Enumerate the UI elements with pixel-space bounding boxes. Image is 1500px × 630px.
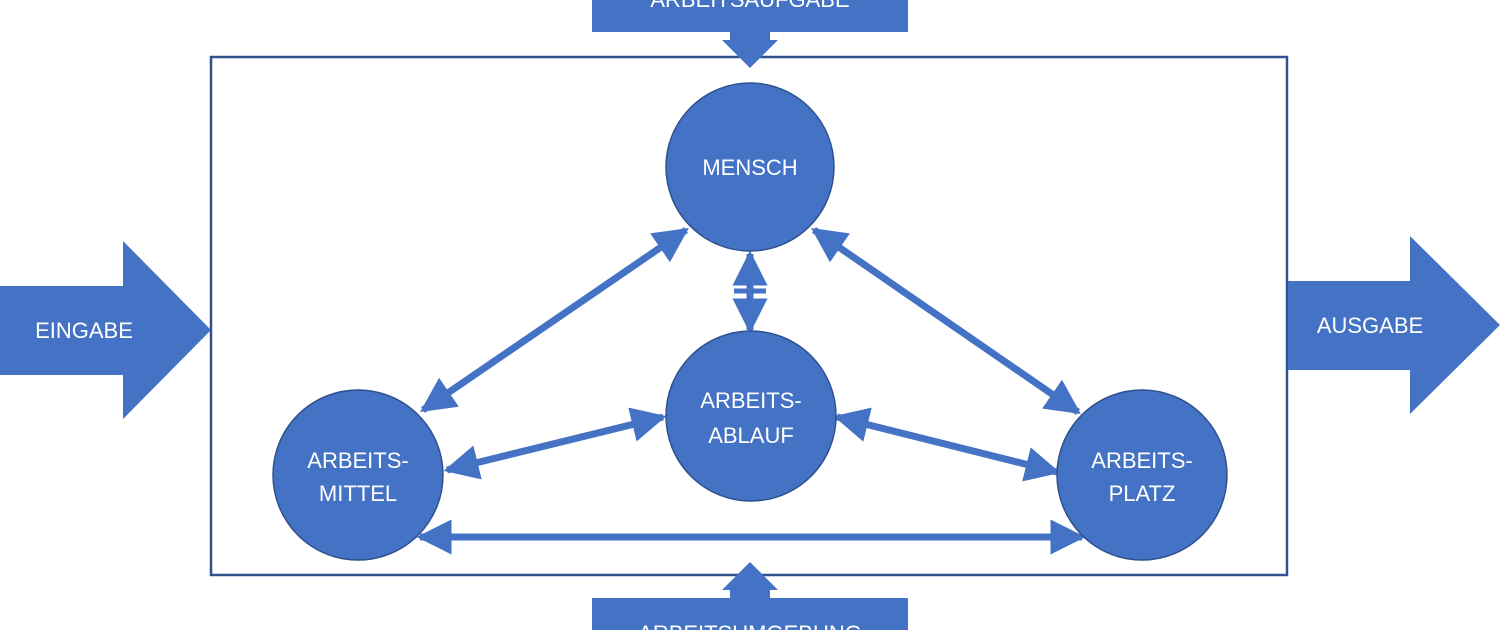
node-arbeitsplatz-label-line-2: PLATZ	[1109, 481, 1176, 506]
bottom-input-arrow: ARBEITSUMGEBUNG	[592, 562, 908, 630]
bottom-arrow-label: ARBEITSUMGEBUNG	[638, 621, 862, 630]
node-mensch: MENSCH	[665, 82, 835, 252]
output-arrow: AUSGABE	[1288, 236, 1500, 414]
input-arrow: EINGABE	[0, 241, 211, 419]
node-arbeitsmittel: ARBEITS- MITTEL	[272, 389, 444, 561]
node-arbeitsmittel-label-line-2: MITTEL	[319, 481, 397, 506]
node-arbeitsablauf: ARBEITS- ABLAUF	[665, 330, 837, 502]
output-arrow-label: AUSGABE	[1317, 313, 1423, 338]
node-mensch-label-line-1: MENSCH	[702, 155, 797, 180]
top-input-arrow: ARBEITSAUFGABE	[592, 0, 908, 68]
node-arbeitsmittel-label-line-1: ARBEITS-	[307, 448, 408, 473]
node-arbeitsablauf-label-line-1: ARBEITS-	[700, 388, 801, 413]
node-arbeitsablauf-label-line-2: ABLAUF	[708, 423, 794, 448]
connector-ablauf-platz	[833, 407, 1061, 482]
connector-mensch-mittel	[420, 227, 689, 413]
node-arbeitsplatz: ARBEITS- PLATZ	[1056, 389, 1228, 561]
connector-mensch-platz	[811, 227, 1081, 415]
top-arrow-label: ARBEITSAUFGABE	[650, 0, 849, 12]
connector-mittel-ablauf	[443, 407, 667, 480]
input-arrow-label: EINGABE	[35, 318, 133, 343]
node-arbeitsplatz-label-line-1: ARBEITS-	[1091, 448, 1192, 473]
